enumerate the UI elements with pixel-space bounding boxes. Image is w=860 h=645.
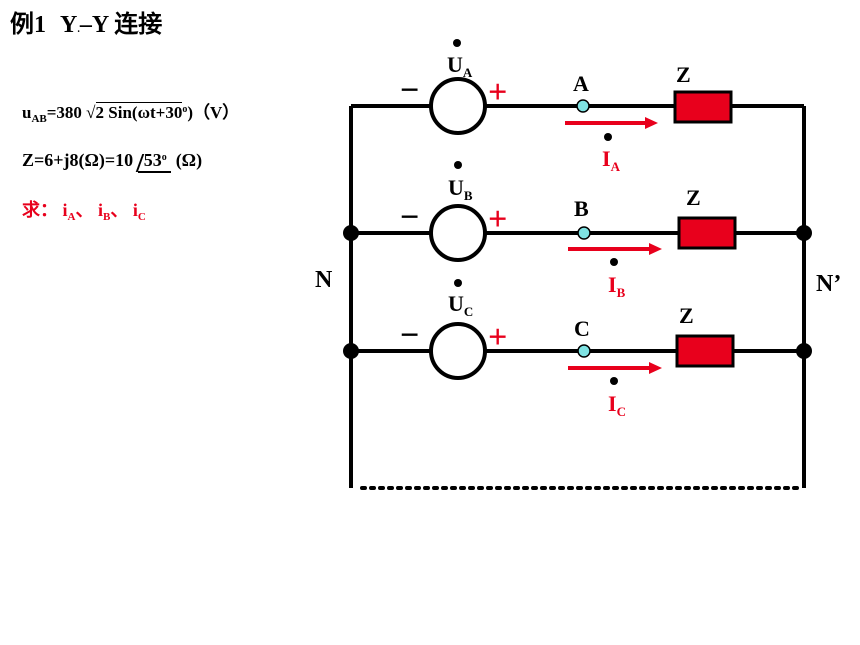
- plus-c: +: [488, 319, 507, 356]
- minus-b: −: [400, 199, 419, 236]
- label-node-a: A: [573, 71, 589, 96]
- ask-label: 求：: [22, 200, 58, 220]
- title-dash-y: –Y: [79, 12, 109, 38]
- impedance-b: [677, 216, 737, 250]
- phasor-dot-uc: [454, 279, 462, 287]
- phasor-dot-ia: [604, 133, 612, 141]
- label-node-b: B: [574, 196, 589, 221]
- ask-i3: i: [132, 200, 138, 220]
- node-b: [577, 226, 591, 240]
- impedance-prefix: Z=6+j8(Ω)=10: [22, 150, 134, 170]
- source-c: [429, 322, 487, 380]
- ask-i2: i: [97, 200, 103, 220]
- impedance-a: [673, 90, 733, 124]
- title-y1: Y: [60, 12, 78, 38]
- impedance-angle: 53o: [137, 150, 172, 173]
- plus-a: +: [488, 74, 507, 111]
- phasor-dot-ub: [454, 161, 462, 169]
- phasor-dot-ua: [453, 39, 461, 47]
- phase-b: UB B Z IB − +: [351, 161, 804, 300]
- ask-s3: C: [137, 211, 146, 223]
- node-a: [576, 99, 590, 113]
- phasor-dot-ib: [610, 258, 618, 266]
- ask-i1: i: [62, 200, 68, 220]
- label-ua: UA: [447, 52, 473, 80]
- voltage-sub: AB: [31, 113, 47, 125]
- minus-c: −: [400, 317, 419, 354]
- label-za: Z: [676, 62, 691, 87]
- minus-a: −: [400, 72, 419, 109]
- voltage-radicand: 2 Sin(ωt+30: [95, 102, 183, 122]
- title-sub-mark: .: [77, 24, 80, 35]
- impedance-angle-value: 53: [143, 150, 162, 170]
- label-ub: UB: [448, 175, 473, 203]
- voltage-symbol: u: [22, 103, 32, 122]
- impedance-deg: o: [161, 152, 167, 163]
- ask-s2: B: [102, 211, 111, 223]
- title-suffix: 连接: [114, 12, 163, 38]
- label-node-c: C: [574, 316, 590, 341]
- label-uc: UC: [448, 291, 473, 319]
- impedance-unit: (Ω): [175, 150, 203, 170]
- label-zc: Z: [679, 303, 694, 328]
- ask-s1: A: [67, 211, 76, 223]
- current-arrowhead-c: [649, 362, 662, 374]
- impedance-c: [675, 334, 735, 368]
- label-neutral-n-prime: N’: [816, 271, 841, 297]
- node-c: [577, 344, 591, 358]
- title-prefix: 例1: [10, 12, 46, 38]
- voltage-unit: （V）: [193, 103, 240, 122]
- source-b: [429, 204, 487, 262]
- page-title: 例1 Y.–Y 连接: [10, 4, 162, 39]
- label-ic: IC: [608, 391, 626, 419]
- ask-sep1: 、: [75, 200, 94, 220]
- given-impedance: Z=6+j8(Ω)=10 53o (Ω): [22, 150, 202, 173]
- label-ib: IB: [608, 272, 626, 300]
- label-neutral-n: N: [315, 267, 333, 293]
- voltage-close: ): [187, 103, 194, 122]
- junction-right-c: [796, 343, 812, 359]
- source-a: [429, 77, 487, 135]
- given-ask: 求： iA、 iB、 iC: [22, 196, 146, 223]
- label-zb: Z: [686, 185, 701, 210]
- current-arrowhead-b: [649, 243, 662, 255]
- voltage-deg: o: [182, 104, 188, 115]
- junction-left-c: [343, 343, 359, 359]
- given-voltage: uAB=380 √2 Sin(ωt+30o)（V）: [22, 98, 239, 125]
- ask-sep2: 、: [110, 200, 129, 220]
- current-arrowhead-a: [645, 117, 658, 129]
- plus-b: +: [488, 201, 507, 238]
- junction-left-b: [343, 225, 359, 241]
- label-ia: IA: [602, 146, 621, 174]
- phasor-dot-ic: [610, 377, 618, 385]
- voltage-eq: =380 √: [46, 103, 96, 122]
- phase-a: UA A Z IA − +: [351, 39, 804, 174]
- phase-c: UC C Z IC − +: [351, 279, 804, 419]
- junction-right-b: [796, 225, 812, 241]
